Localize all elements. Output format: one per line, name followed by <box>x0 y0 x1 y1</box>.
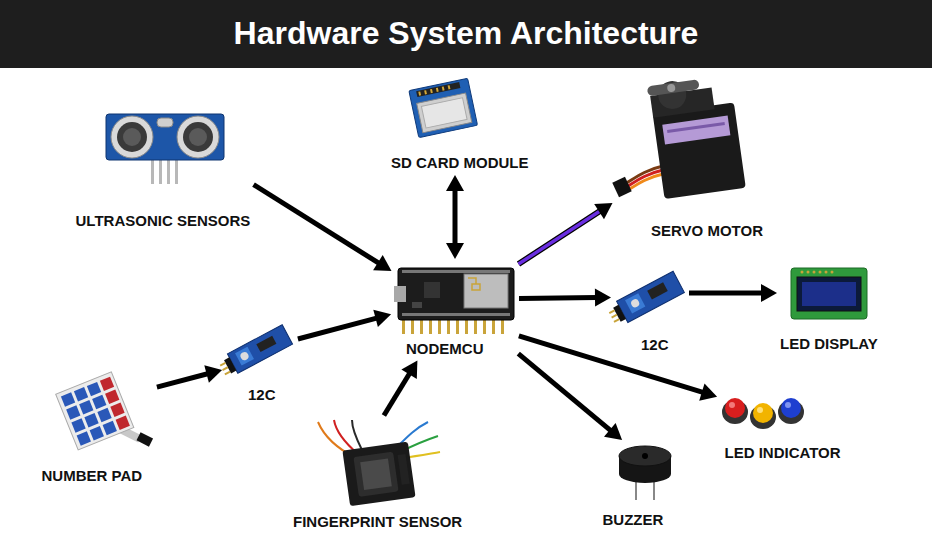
arrow-head <box>204 365 222 382</box>
arrow-head <box>446 243 464 259</box>
connector-arrow <box>689 284 777 302</box>
connector-arrow <box>298 310 391 339</box>
component-label: LED INDICATOR <box>725 444 841 462</box>
servo-motor-node: SERVO MOTOR <box>615 70 763 240</box>
connector-line <box>384 373 410 416</box>
servo-motor-picture <box>615 70 745 210</box>
component-label: FINGERPRINT SENSOR <box>293 513 462 531</box>
arrow-head <box>401 361 417 379</box>
display-node: LED DISPLAY <box>780 267 878 353</box>
arrow-head <box>373 255 391 271</box>
component-label: BUZZER <box>603 511 664 529</box>
connector-arrow <box>157 365 222 387</box>
connector-arrow <box>519 336 717 401</box>
lcd-display-picture <box>790 267 868 320</box>
connector-line <box>519 336 704 393</box>
connector-outline <box>519 211 601 264</box>
component-label: SERVO MOTOR <box>651 222 763 240</box>
connector-line <box>453 189 458 245</box>
connector-line <box>298 318 378 339</box>
connector-line <box>519 211 601 264</box>
ultrasonic-sensor-node: ULTRASONIC SENSORS <box>75 112 251 230</box>
arrow-head <box>604 423 622 440</box>
arrow-head <box>373 310 391 327</box>
i2c-module-node: 12C <box>614 270 686 354</box>
led-indicator-picture <box>721 390 806 430</box>
sd-card-module-picture <box>408 76 478 138</box>
controller-node: NODEMCU <box>394 262 516 358</box>
buzzer-node: BUZZER <box>602 442 675 529</box>
led-indicator-node: LED INDICATOR <box>720 390 842 462</box>
title-text: Hardware System Architecture <box>0 0 932 68</box>
component-label: ULTRASONIC SENSORS <box>76 212 251 230</box>
arrow-head <box>761 284 777 302</box>
component-label: 12C <box>248 386 276 404</box>
fingerprint-sensor-node: FINGERPRINT SENSOR <box>293 418 463 531</box>
nodemcu-board-picture <box>394 262 516 334</box>
connector-arrow <box>519 203 613 264</box>
arrow-head <box>595 289 611 307</box>
i2c-module-picture <box>614 270 686 322</box>
connector-line <box>254 185 380 264</box>
keypad-picture <box>54 375 154 450</box>
component-label: 12C <box>641 336 669 354</box>
component-label: NODEMCU <box>406 340 484 358</box>
connector-arrow <box>518 354 622 441</box>
ultrasonic-sensor-picture <box>105 112 225 184</box>
i2c-module-node: 12C <box>225 325 295 404</box>
component-label: SD CARD MODULE <box>391 154 529 172</box>
connector-arrow <box>384 361 418 416</box>
arrow-head <box>446 175 464 191</box>
arrow-head <box>699 384 717 401</box>
i2c-module-picture <box>225 325 295 372</box>
connector-arrow <box>446 175 464 259</box>
connector-arrow <box>254 185 392 272</box>
component-label: NUMBER PAD <box>42 467 143 485</box>
connector-line <box>519 295 597 301</box>
connector-line <box>689 291 763 296</box>
sd-card-module-node: SD CARD MODULE <box>391 76 529 172</box>
fingerprint-sensor-picture <box>316 418 441 505</box>
connector-arrow <box>519 289 611 307</box>
arrow-head <box>594 203 612 219</box>
connector-line <box>518 354 611 432</box>
buzzer-picture <box>615 442 675 500</box>
component-label: LED DISPLAY <box>780 335 878 353</box>
keypad-node: NUMBER PAD <box>41 375 154 485</box>
connector-line <box>157 374 209 388</box>
